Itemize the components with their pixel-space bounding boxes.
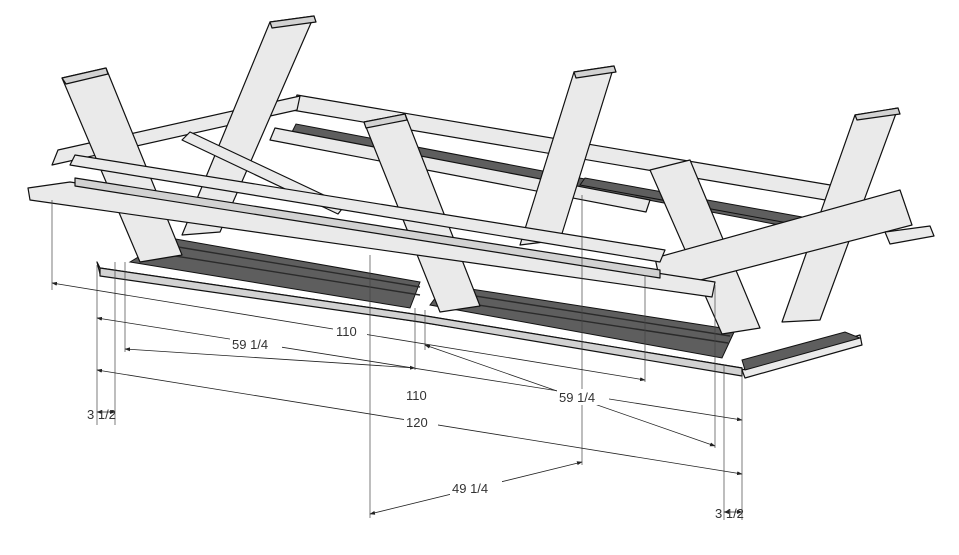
leg-middle-front-top [363, 113, 408, 129]
dimension-label-3-right: 3 1/2 [715, 506, 744, 521]
seat-board-gap [444, 299, 729, 344]
front-top-rail [27, 181, 716, 298]
table-structure [27, 15, 935, 379]
leg-left-back-top [269, 15, 317, 29]
dimension-label-59-left: 59 1/4 [232, 337, 268, 352]
dimension-labels: 110 59 1/4 110 59 1/4 120 3 1/2 49 1/4 3… [87, 323, 744, 521]
dimension-label-59-right: 59 1/4 [559, 390, 595, 405]
dimension-label-120: 120 [406, 415, 428, 430]
dimension-line-59-left [124, 347, 416, 370]
dimension-label-110-lower: 110 [406, 388, 427, 403]
right-bench-boards [741, 331, 862, 371]
leg-left-front-top [61, 67, 109, 85]
right-bench-cap [884, 225, 935, 245]
leg-right-back-top [854, 107, 901, 121]
front-top-rail-upper [69, 154, 666, 263]
dimension-label-3-left: 3 1/2 [87, 407, 116, 422]
dimension-label-49: 49 1/4 [452, 481, 488, 496]
seat-board-gap [159, 243, 421, 288]
dimension-label-110-upper: 110 [336, 324, 357, 339]
leg-middle-back-top [573, 65, 617, 79]
front-top-rail-shadow [74, 177, 661, 279]
